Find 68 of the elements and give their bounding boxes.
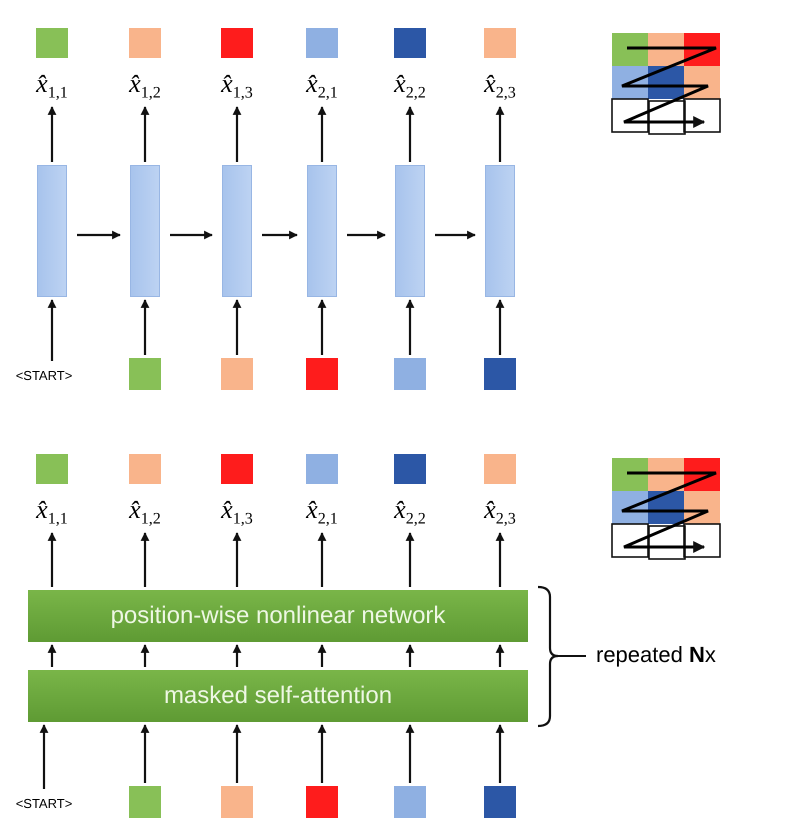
arrow (140, 644, 150, 667)
rnn-cell (485, 165, 515, 297)
arrow (232, 299, 242, 355)
arrow (318, 724, 326, 783)
arrow (406, 532, 414, 587)
start-token: <START> (8, 792, 80, 814)
arrow (48, 106, 56, 162)
rnn-cell (130, 165, 160, 297)
pixel-label: x̂$_{1,1}$ (34, 68, 69, 104)
pixel-label: x̂$_{2,2}$ (392, 494, 427, 530)
arrow (318, 532, 326, 587)
arrow (140, 724, 150, 783)
color-square (129, 358, 161, 390)
arrow (170, 230, 213, 240)
rnn-cell (222, 165, 252, 297)
color-square (221, 786, 253, 818)
arrow (406, 724, 414, 783)
color-square (394, 358, 426, 390)
pixel-label: x̂$_{2,2}$ (392, 68, 427, 104)
layer-bar: position-wise nonlinear network (28, 590, 528, 642)
arrow (347, 230, 386, 240)
arrow (435, 230, 476, 240)
arrow (406, 299, 414, 355)
pixel-label: x̂$_{1,1}$ (34, 494, 69, 530)
pixel-label: x̂$_{1,3}$ (220, 494, 254, 530)
color-square (484, 358, 516, 390)
arrow (140, 532, 150, 587)
arrow (232, 724, 242, 783)
rnn-cell (395, 165, 425, 297)
pixel-label: x̂$_{2,3}$ (482, 68, 517, 104)
rnn-cell (307, 165, 337, 297)
color-square (306, 786, 338, 818)
arrow (496, 299, 504, 355)
pixel-label: x̂$_{2,3}$ (482, 494, 517, 530)
layer-bar: masked self-attention (28, 670, 528, 722)
start-token: <START> (8, 364, 80, 386)
pixel-label: x̂$_{2,1}$ (304, 494, 339, 530)
arrow (48, 532, 56, 587)
pixel-label: x̂$_{1,3}$ (220, 68, 254, 104)
color-square (484, 786, 516, 818)
arrow (318, 106, 326, 162)
arrow (496, 644, 504, 667)
arrow (140, 106, 150, 162)
arrow (48, 299, 56, 361)
arrow (232, 532, 242, 587)
color-square (129, 786, 161, 818)
pixel-label: x̂$_{1,2}$ (128, 68, 162, 104)
arrow (496, 532, 504, 587)
arrow (318, 644, 326, 667)
arrow (318, 299, 326, 355)
pixel-label: x̂$_{2,1}$ (304, 68, 339, 104)
arrow (496, 106, 504, 162)
color-square (394, 786, 426, 818)
color-square (306, 358, 338, 390)
arrow (140, 299, 150, 355)
color-square (221, 358, 253, 390)
arrow (77, 230, 121, 240)
arrow (262, 230, 298, 240)
arrow (496, 724, 504, 783)
pixel-label: x̂$_{1,2}$ (128, 494, 162, 530)
arrow (406, 106, 414, 162)
arrow (232, 644, 242, 667)
repeat-note: repeated Nx (596, 642, 716, 668)
arrow (232, 106, 242, 162)
arrow (40, 724, 48, 789)
arrow (48, 644, 56, 667)
rnn-cell (37, 165, 67, 297)
arrow (406, 644, 414, 667)
